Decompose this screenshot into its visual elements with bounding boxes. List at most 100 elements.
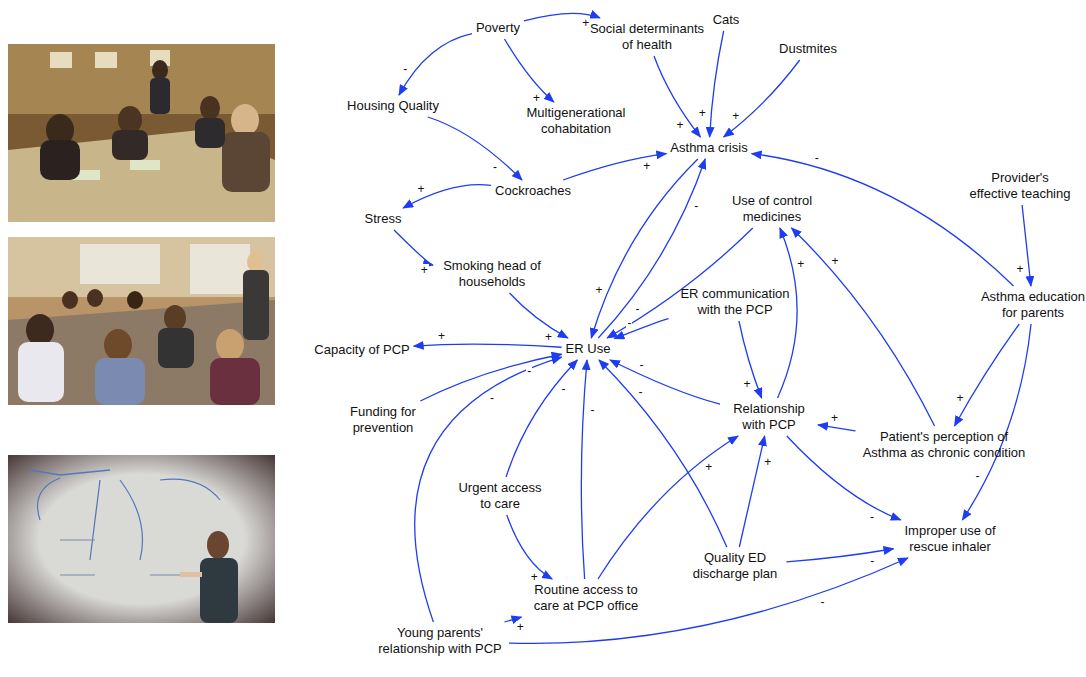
polarity-sign: + [676,119,685,131]
variable-label: Patient's perception of Asthma as chroni… [859,429,1029,461]
photo-meeting-2 [8,237,275,405]
causal-link [510,293,568,338]
polarity-sign: - [561,383,567,395]
polarity-sign: + [530,571,539,583]
variable-text: Young parents' relationship with PCP [378,625,502,656]
polarity-sign: + [516,621,525,633]
variable-label: Young parents' relationship with PCP [375,625,505,657]
variable-label: Improper use of rescue inhaler [898,523,1003,555]
polarity-sign: - [814,152,820,164]
variable-label: Use of control medicines [722,193,822,225]
polarity-sign: + [417,183,426,195]
polarity-sign: - [869,555,875,567]
variable-text: Quality ED discharge plan [693,550,778,581]
polarity-sign: + [956,392,965,404]
variable-text: Routine access to care at PCP office [534,582,638,613]
variable-label: ER Use [566,341,611,357]
causal-link [739,436,764,547]
variable-text: ER communication with the PCP [680,286,789,317]
polarity-sign: - [693,200,699,212]
variable-text: Asthma education for parents [981,289,1085,320]
polarity-sign: + [1016,263,1025,275]
variable-text: ER Use [566,341,611,356]
variable-text: Provider's effective teaching [970,170,1071,201]
causal-link [792,228,935,426]
causal-link [610,360,720,404]
variable-text: Use of control medicines [732,193,812,224]
variable-label: Poverty [476,20,520,36]
polarity-sign: - [638,359,644,371]
polarity-sign: + [698,107,707,119]
polarity-sign: + [830,412,839,424]
variable-text: Patient's perception of Asthma as chroni… [863,429,1026,460]
variable-label: Housing Quality [347,98,439,114]
variable-label: Urgent access to care [455,480,545,512]
polarity-sign: + [594,284,603,296]
variable-text: Stress [365,211,402,226]
photo-meeting-1 [8,44,275,222]
causal-link [591,159,698,338]
polarity-sign: + [532,92,541,104]
causal-link [563,154,666,180]
causal-link [598,159,705,338]
polarity-sign: - [492,161,498,173]
polarity-sign: + [830,255,839,267]
causal-link [724,60,800,137]
variable-label: Cockroaches [495,183,571,199]
variable-text: Multigenerational cohabitation [526,105,625,136]
causal-link [399,34,472,95]
causal-link [778,228,798,398]
polarity-sign: + [704,461,713,473]
variable-text: Smoking head of households [443,258,541,289]
variable-label: Relationship with PCP [724,401,814,433]
variable-text: Urgent access to care [458,480,541,511]
causal-link [614,319,668,339]
polarity-sign: + [796,258,805,270]
photo-whiteboard [8,455,275,623]
causal-link [654,56,700,137]
causal-link [739,321,762,398]
variable-text: Capacity of PCP [314,342,409,357]
polarity-sign: - [974,470,980,482]
causal-link [607,228,753,338]
variable-text: Cockroaches [495,183,571,198]
variable-label: Cats [713,12,740,28]
causal-link [818,425,855,431]
variable-label: Smoking head of households [437,258,547,290]
variable-label: ER communication with the PCP [673,286,798,318]
variable-label: Asthma education for parents [976,289,1086,321]
polarity-sign: - [526,365,532,377]
polarity-sign: - [869,511,875,523]
causal-link [394,230,433,265]
variable-label: Multigenerational cohabitation [519,105,634,137]
polarity-sign: - [626,317,632,329]
polarity-sign: - [820,596,826,608]
causal-link [955,324,1020,426]
polarity-sign: + [544,331,553,343]
polarity-sign: + [642,160,651,172]
variable-text: Relationship with PCP [733,401,805,432]
polarity-sign: + [437,330,446,342]
polarity-sign: + [743,378,752,390]
causal-link [507,515,552,579]
variable-label: Dustmites [779,41,837,57]
variable-text: Poverty [476,20,520,35]
polarity-sign: + [581,17,590,29]
causal-link [599,360,727,547]
variable-label: Stress [365,211,402,227]
variable-label: Asthma crisis [670,140,747,156]
polarity-sign: + [763,456,772,468]
variable-text: Cats [713,12,740,27]
variable-label: Quality ED discharge plan [688,550,783,582]
variable-text: Improper use of rescue inhaler [904,523,995,554]
variable-text: Housing Quality [347,98,439,113]
causal-link [506,360,577,477]
causal-link [414,344,562,347]
polarity-sign: - [634,303,640,315]
polarity-sign: + [420,264,429,276]
polarity-sign: - [589,404,595,416]
causal-link [581,360,587,579]
